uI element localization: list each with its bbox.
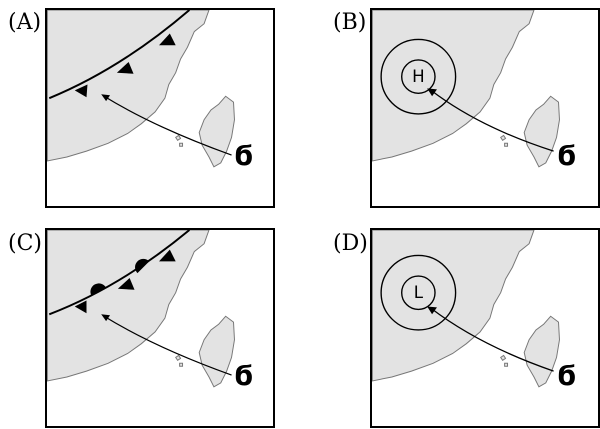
typhoon-track	[430, 307, 554, 372]
panel-c-svg: ϭ	[47, 230, 254, 392]
warm-front-semicircle	[135, 258, 150, 274]
typhoon-symbol-icon: ϭ	[557, 361, 577, 392]
panel-a-label: (A)	[8, 10, 42, 35]
inner-isobar	[401, 275, 436, 311]
typhoon-track	[430, 89, 554, 152]
small-island	[175, 354, 184, 367]
track-arrowhead	[101, 94, 111, 102]
track-arrowhead	[427, 306, 437, 315]
small-island	[175, 134, 184, 147]
typhoon-symbol-icon: ϭ	[234, 141, 254, 172]
cold-front-triangle	[74, 84, 88, 98]
panel-a-svg: ϭ	[47, 10, 254, 172]
taiwan-island	[523, 95, 560, 168]
mainland-coast	[47, 10, 210, 162]
panel-d-label: (D)	[333, 231, 368, 256]
typhoon-track	[103, 95, 232, 156]
cold-front-line	[48, 10, 191, 100]
taiwan-island	[198, 95, 235, 168]
inner-isobar	[401, 59, 436, 94]
panel-a-map: ϭ	[45, 8, 275, 208]
cold-front-triangle	[116, 61, 134, 74]
typhoon-track	[103, 315, 232, 376]
mainland-coast	[47, 230, 210, 382]
high-pressure-label: H	[412, 67, 425, 86]
low-pressure-label: L	[414, 283, 424, 302]
small-island	[500, 134, 509, 147]
outer-isobar	[380, 254, 457, 331]
mainland-coast	[372, 10, 535, 162]
outer-isobar	[380, 38, 457, 115]
typhoon-symbol-icon: ϭ	[557, 141, 577, 172]
track-arrowhead	[427, 88, 437, 97]
cold-front-triangle	[159, 249, 176, 262]
taiwan-island	[198, 315, 235, 388]
warm-front-semicircle	[90, 283, 107, 296]
panel-c-label: (C)	[8, 231, 42, 256]
panel-b-label: (B)	[333, 10, 367, 35]
cold-front-triangle	[117, 278, 135, 290]
typhoon-symbol-icon: ϭ	[234, 361, 254, 392]
taiwan-island	[523, 315, 560, 388]
cold-front-triangle	[74, 300, 87, 314]
cold-front-triangle	[159, 33, 176, 46]
panel-b-svg: H ϭ	[372, 10, 577, 172]
track-arrowhead	[101, 314, 111, 322]
panel-d-svg: L ϭ	[372, 230, 577, 392]
panel-d-map: L ϭ	[370, 228, 600, 428]
small-island	[500, 354, 509, 367]
panel-b-map: H ϭ	[370, 8, 600, 208]
stationary-front-line	[48, 230, 191, 316]
panel-c-map: ϭ	[45, 228, 275, 428]
